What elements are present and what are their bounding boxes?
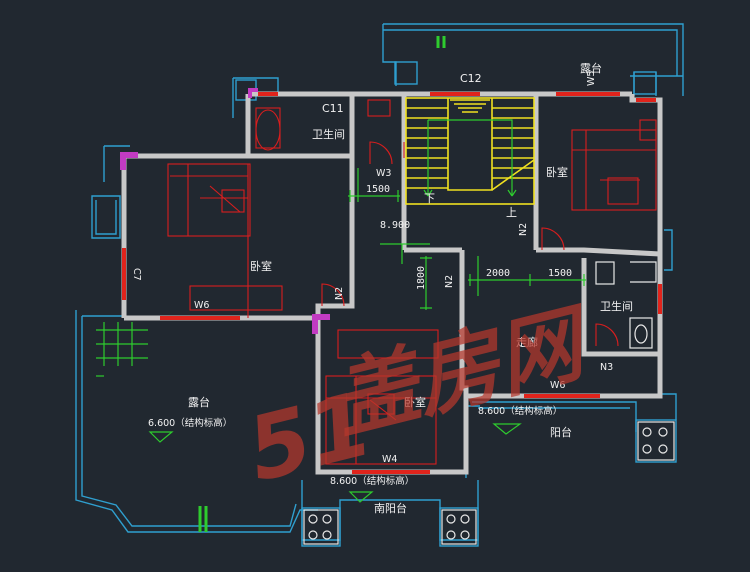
- label-w6-left: W6: [194, 300, 209, 311]
- doors: [321, 141, 619, 347]
- label-n2-mid: N2: [444, 275, 455, 288]
- label-dim-1500-a: 1500: [366, 184, 390, 195]
- label-balcony-right: 阳台: [550, 425, 572, 439]
- label-elev-8900: 8.900: [380, 220, 410, 231]
- stair: [405, 97, 535, 205]
- label-bedroom-right: 卧室: [546, 165, 568, 179]
- label-dim-1500-b: 1500: [548, 268, 572, 279]
- label-w3: W3: [376, 168, 391, 179]
- label-n2-left: N2: [334, 287, 345, 300]
- label-c11: C11: [322, 102, 344, 115]
- label-bedroom-left: 卧室: [250, 259, 272, 273]
- labels: C12 C11 卫生间 露台 W5 卧室 W3 1500 8.900 下 上 N…: [131, 61, 633, 515]
- label-terrace-left: 露台: [188, 395, 210, 409]
- label-dim-1800: 1800: [416, 266, 427, 290]
- furniture: [167, 99, 657, 465]
- label-bathroom-top: 卫生间: [312, 127, 345, 141]
- label-c7: C7: [131, 268, 142, 281]
- label-balcony-south: 南阳台: [374, 501, 407, 515]
- label-corridor: 走廊: [516, 335, 538, 349]
- label-w5-top: W5: [586, 71, 597, 86]
- column-footings: [303, 421, 675, 545]
- label-bathroom-right: 卫生间: [600, 299, 633, 313]
- label-stair-up: 上: [506, 206, 517, 219]
- label-terrace-top: 露台: [580, 61, 602, 75]
- label-elev-right: 8.600（结构标高）: [478, 405, 562, 417]
- label-bedroom-mid: 卧室: [404, 395, 426, 409]
- label-dim-2000: 2000: [486, 268, 510, 279]
- windows: [122, 92, 662, 474]
- label-n3: N3: [600, 362, 613, 373]
- label-elev-bottom: 8.600（结构标高）: [330, 475, 414, 487]
- label-c12: C12: [460, 72, 482, 85]
- outline-layer: [75, 23, 684, 547]
- label-n2-stair: N2: [518, 223, 529, 236]
- dimensions: [96, 36, 586, 532]
- label-w6-right: W6: [550, 380, 565, 391]
- columns: [120, 88, 330, 334]
- label-w4: W4: [382, 454, 397, 465]
- label-stair-down: 下: [424, 192, 435, 205]
- label-elev-left: 6.600（结构标高）: [148, 417, 232, 429]
